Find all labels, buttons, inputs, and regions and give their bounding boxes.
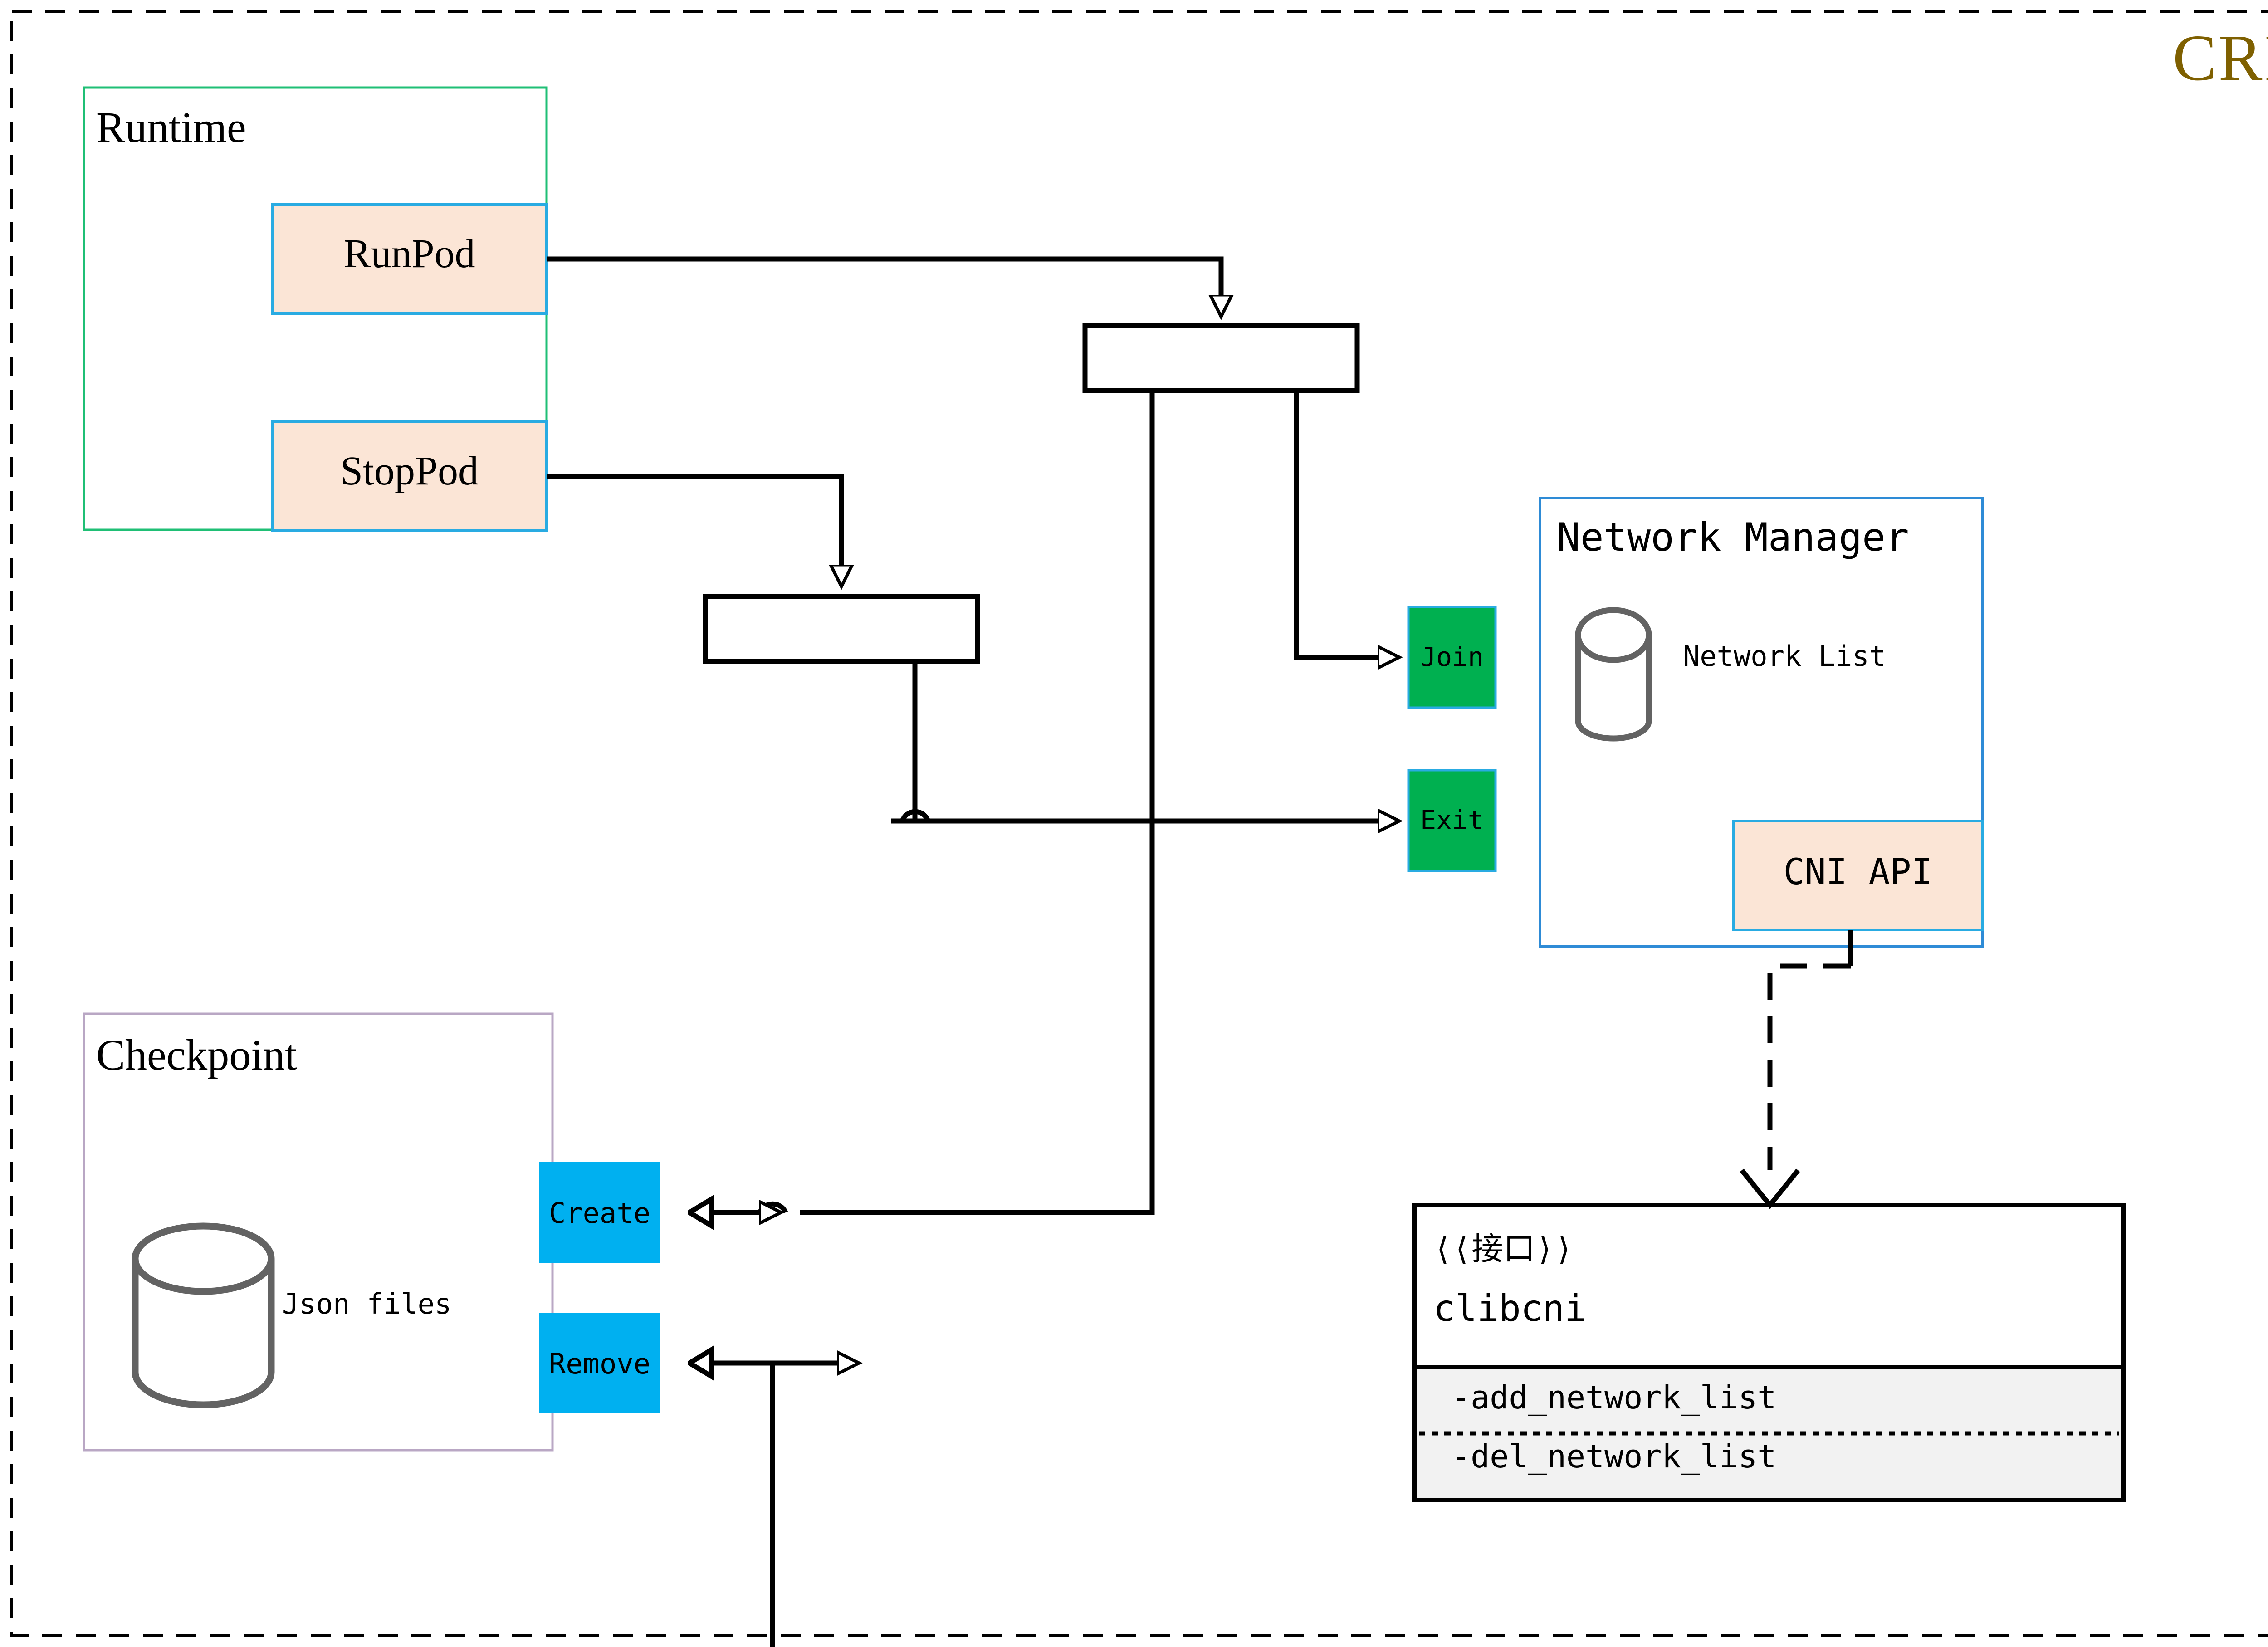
line-hop-create-crossing [757, 1201, 788, 1214]
connector-runpod-to-fork [547, 256, 1221, 295]
json-files-database-cylinder-icon [132, 1222, 275, 1408]
connector-fork-runpod-left-down-to-create [800, 821, 1155, 1215]
connector-fork-stoppod-right-to-exit [912, 661, 1378, 821]
join-box[interactable] [1407, 606, 1497, 709]
fork-runpod-junction [1082, 323, 1360, 393]
exit-box[interactable] [1407, 769, 1497, 872]
runpod-box[interactable] [271, 203, 548, 315]
outer-dashed-border [10, 10, 2268, 1637]
connector-stoppod-to-fork [547, 474, 841, 565]
create-box[interactable] [539, 1162, 660, 1263]
fork-stoppod-junction [703, 594, 980, 664]
connector-fork-stoppod-left-down [770, 1363, 837, 1647]
line-hop-exit-crossing [899, 809, 931, 822]
remove-arrowhead [684, 1345, 714, 1381]
cni-api-box[interactable] [1732, 820, 1984, 931]
remove-box[interactable] [539, 1313, 660, 1413]
create-arrowhead [684, 1195, 714, 1230]
network-list-database-cylinder-icon [1575, 607, 1652, 742]
stoppod-box[interactable] [271, 420, 548, 532]
realization-cni-to-clibcni [1740, 930, 1853, 1209]
connector-fork-runpod-right-to-join [1294, 391, 1378, 657]
